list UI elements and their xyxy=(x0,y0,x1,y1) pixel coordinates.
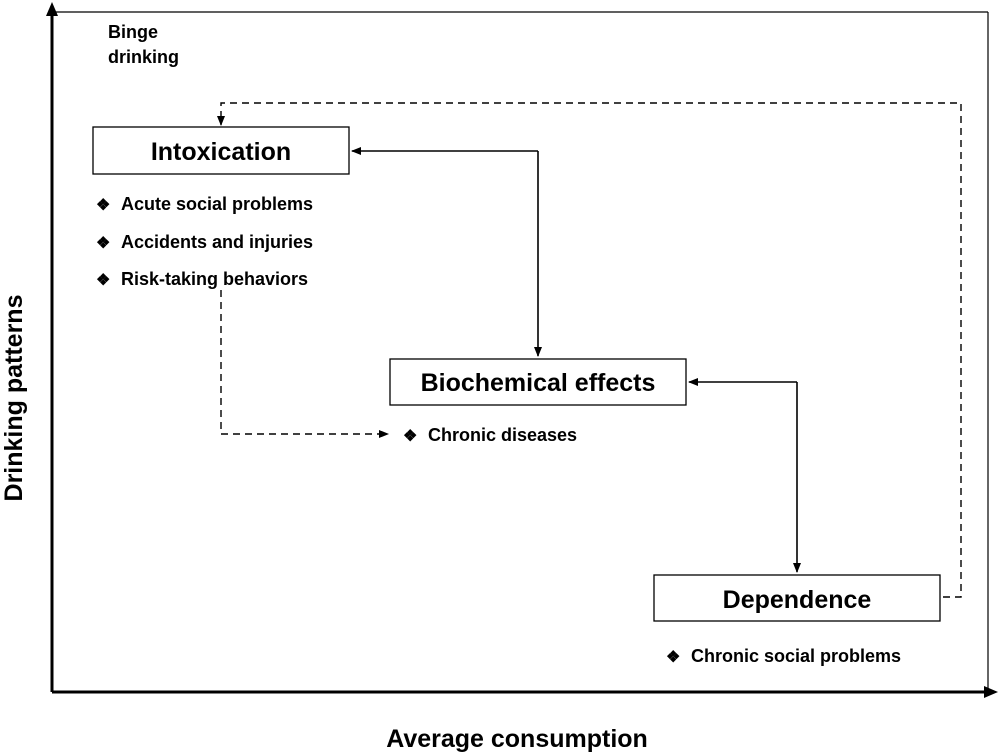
biochemical-box xyxy=(389,358,687,406)
dashed-arrow-intoxication-chronic-diseases xyxy=(220,290,389,438)
intoxication-bullet-1: Acute social problems xyxy=(121,194,313,214)
dependence-title: Dependence xyxy=(723,586,872,614)
intoxication-bullet-2-glyph: ❖ xyxy=(96,235,110,252)
intoxication-bullet-2: Accidents and injuries xyxy=(121,232,313,252)
biochemical-bullet-1: Chronic diseases xyxy=(428,425,577,445)
axes xyxy=(46,2,998,698)
y-axis-label: Drinking patterns xyxy=(0,295,28,502)
binge-label-line1: Binge xyxy=(108,22,158,42)
dependence-bullet-1-glyph: ❖ xyxy=(666,649,680,666)
dependence-bullet-1: Chronic social problems xyxy=(691,646,901,666)
intoxication-box xyxy=(92,126,350,175)
dependence-box xyxy=(653,574,941,622)
x-axis-label: Average consumption xyxy=(386,725,648,753)
x-axis-arrowhead xyxy=(984,686,998,698)
intoxication-bullet-3: Risk-taking behaviors xyxy=(121,269,308,289)
intoxication-bullet-3-glyph: ❖ xyxy=(96,272,110,289)
biochemical-title: Biochemical effects xyxy=(421,369,656,397)
biochemical-bullet-1-glyph: ❖ xyxy=(403,428,417,445)
dashed-arrow-dependence-intoxication xyxy=(217,102,962,598)
intoxication-title: Intoxication xyxy=(151,138,291,166)
y-axis-arrowhead xyxy=(46,2,58,16)
binge-label-line2: drinking xyxy=(108,47,179,67)
intoxication-bullet-1-glyph: ❖ xyxy=(96,197,110,214)
